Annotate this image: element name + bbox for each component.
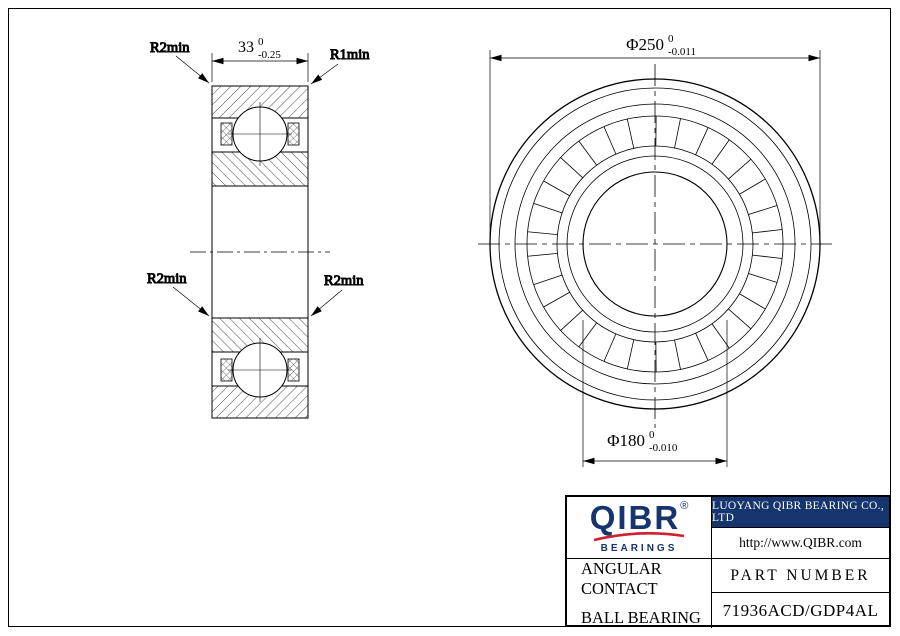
width-dim-tol-upper: 0 [258, 36, 264, 48]
cage-section [287, 122, 300, 146]
outer-dia-value: Φ250 [626, 35, 664, 54]
cage-section [220, 122, 233, 146]
front-view: Φ250 0 -0.011 Φ180 0 -0.010 [478, 33, 832, 467]
cage-section [287, 358, 300, 382]
company-cell: LUOYANG QIBR BEARING CO., LTD http://www… [712, 497, 889, 559]
outer-diameter-dimension [489, 50, 821, 236]
part-number-cell: PART NUMBER 71936ACD/GDP4AL [712, 559, 889, 628]
part-number-value: 71936ACD/GDP4AL [722, 600, 879, 620]
company-website: http://www.QIBR.com [739, 535, 862, 550]
part-number-label: PART NUMBER [712, 559, 889, 593]
bore-dia-tol-upper: 0 [649, 429, 655, 441]
cage-section [220, 358, 233, 382]
front-view-centerlines [478, 64, 832, 428]
bore-dia-tol-lower: -0.010 [649, 442, 678, 454]
product-name-line1: ANGULAR CONTACT [581, 559, 662, 598]
logo-text: QIBR [589, 499, 681, 536]
title-block: QIBR ® BEARINGS LUOYANG QIBR BEARING CO.… [565, 495, 891, 628]
outer-dia-tol-upper: 0 [668, 33, 674, 45]
width-dimension [211, 53, 309, 82]
radius-leaders [172, 55, 343, 317]
r1min-label: R1min [330, 47, 370, 63]
r2min-mid-left-label: R2min [147, 271, 187, 287]
cage-pockets [527, 115, 783, 373]
width-dim-value: 33 [238, 39, 254, 56]
bore-diameter-dimension [582, 320, 728, 467]
r2min-top-label: R2min [150, 40, 190, 56]
registered-trademark-icon: ® [680, 500, 689, 512]
section-bottom [211, 317, 309, 419]
product-name-line2: BALL BEARING [581, 608, 701, 627]
logo-subtitle: BEARINGS [600, 543, 678, 554]
bore-dia-value: Φ180 [607, 431, 645, 450]
company-name: LUOYANG QIBR BEARING CO., LTD [712, 497, 889, 528]
section-view: 33 0 -0.25 R2min R1min R2min R2min [147, 36, 371, 419]
outer-dia-tol-lower: -0.011 [668, 46, 696, 58]
logo-row: QIBR ® [589, 499, 689, 536]
logo-swoosh-icon [593, 532, 685, 542]
product-name: ANGULAR CONTACT BALL BEARING [567, 559, 712, 628]
drawing-border [8, 8, 891, 627]
r2min-mid-right-label: R2min [324, 273, 364, 289]
width-dim-tol-lower: -0.25 [258, 49, 281, 61]
section-top [211, 85, 309, 187]
company-logo: QIBR ® BEARINGS [567, 497, 712, 559]
